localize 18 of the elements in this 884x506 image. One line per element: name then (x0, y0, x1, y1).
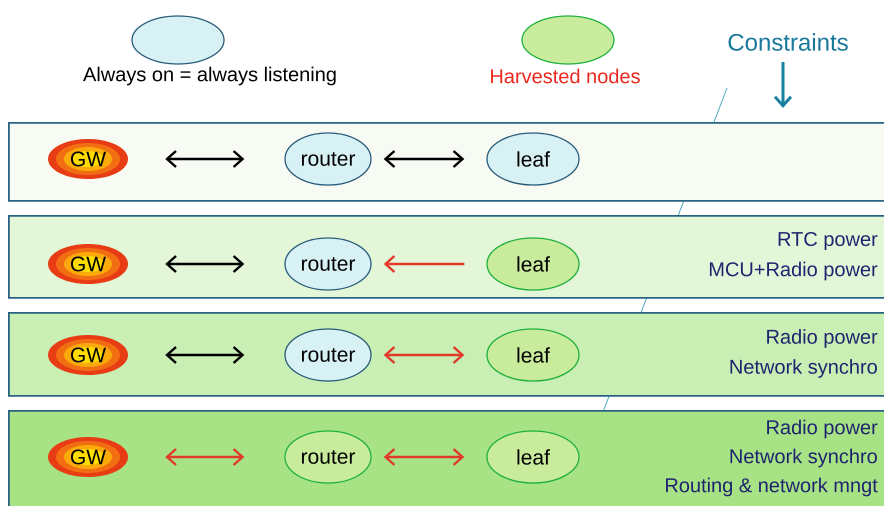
legend-label: Always on = always listening (83, 66, 336, 86)
constraint-text: Network synchro (730, 359, 877, 378)
legend-label: Harvested nodes (491, 68, 640, 84)
constraint-text: MCU+Radio power (710, 262, 878, 280)
arrow (384, 150, 464, 168)
constraint-text: Routing & network mngt (666, 478, 878, 496)
constraint-text: RTC power (778, 232, 878, 250)
arrow (384, 448, 464, 466)
arrow (384, 255, 464, 273)
constraint-text: Radio power (767, 420, 878, 438)
arrow (165, 346, 244, 364)
arrow (165, 255, 244, 273)
arrow (384, 346, 464, 364)
heading-label: Constraints (728, 33, 848, 51)
arrow (165, 150, 244, 168)
constraint-text: Radio power (767, 329, 878, 348)
arrow (165, 448, 244, 466)
constraint-text: Network synchro (730, 448, 877, 468)
